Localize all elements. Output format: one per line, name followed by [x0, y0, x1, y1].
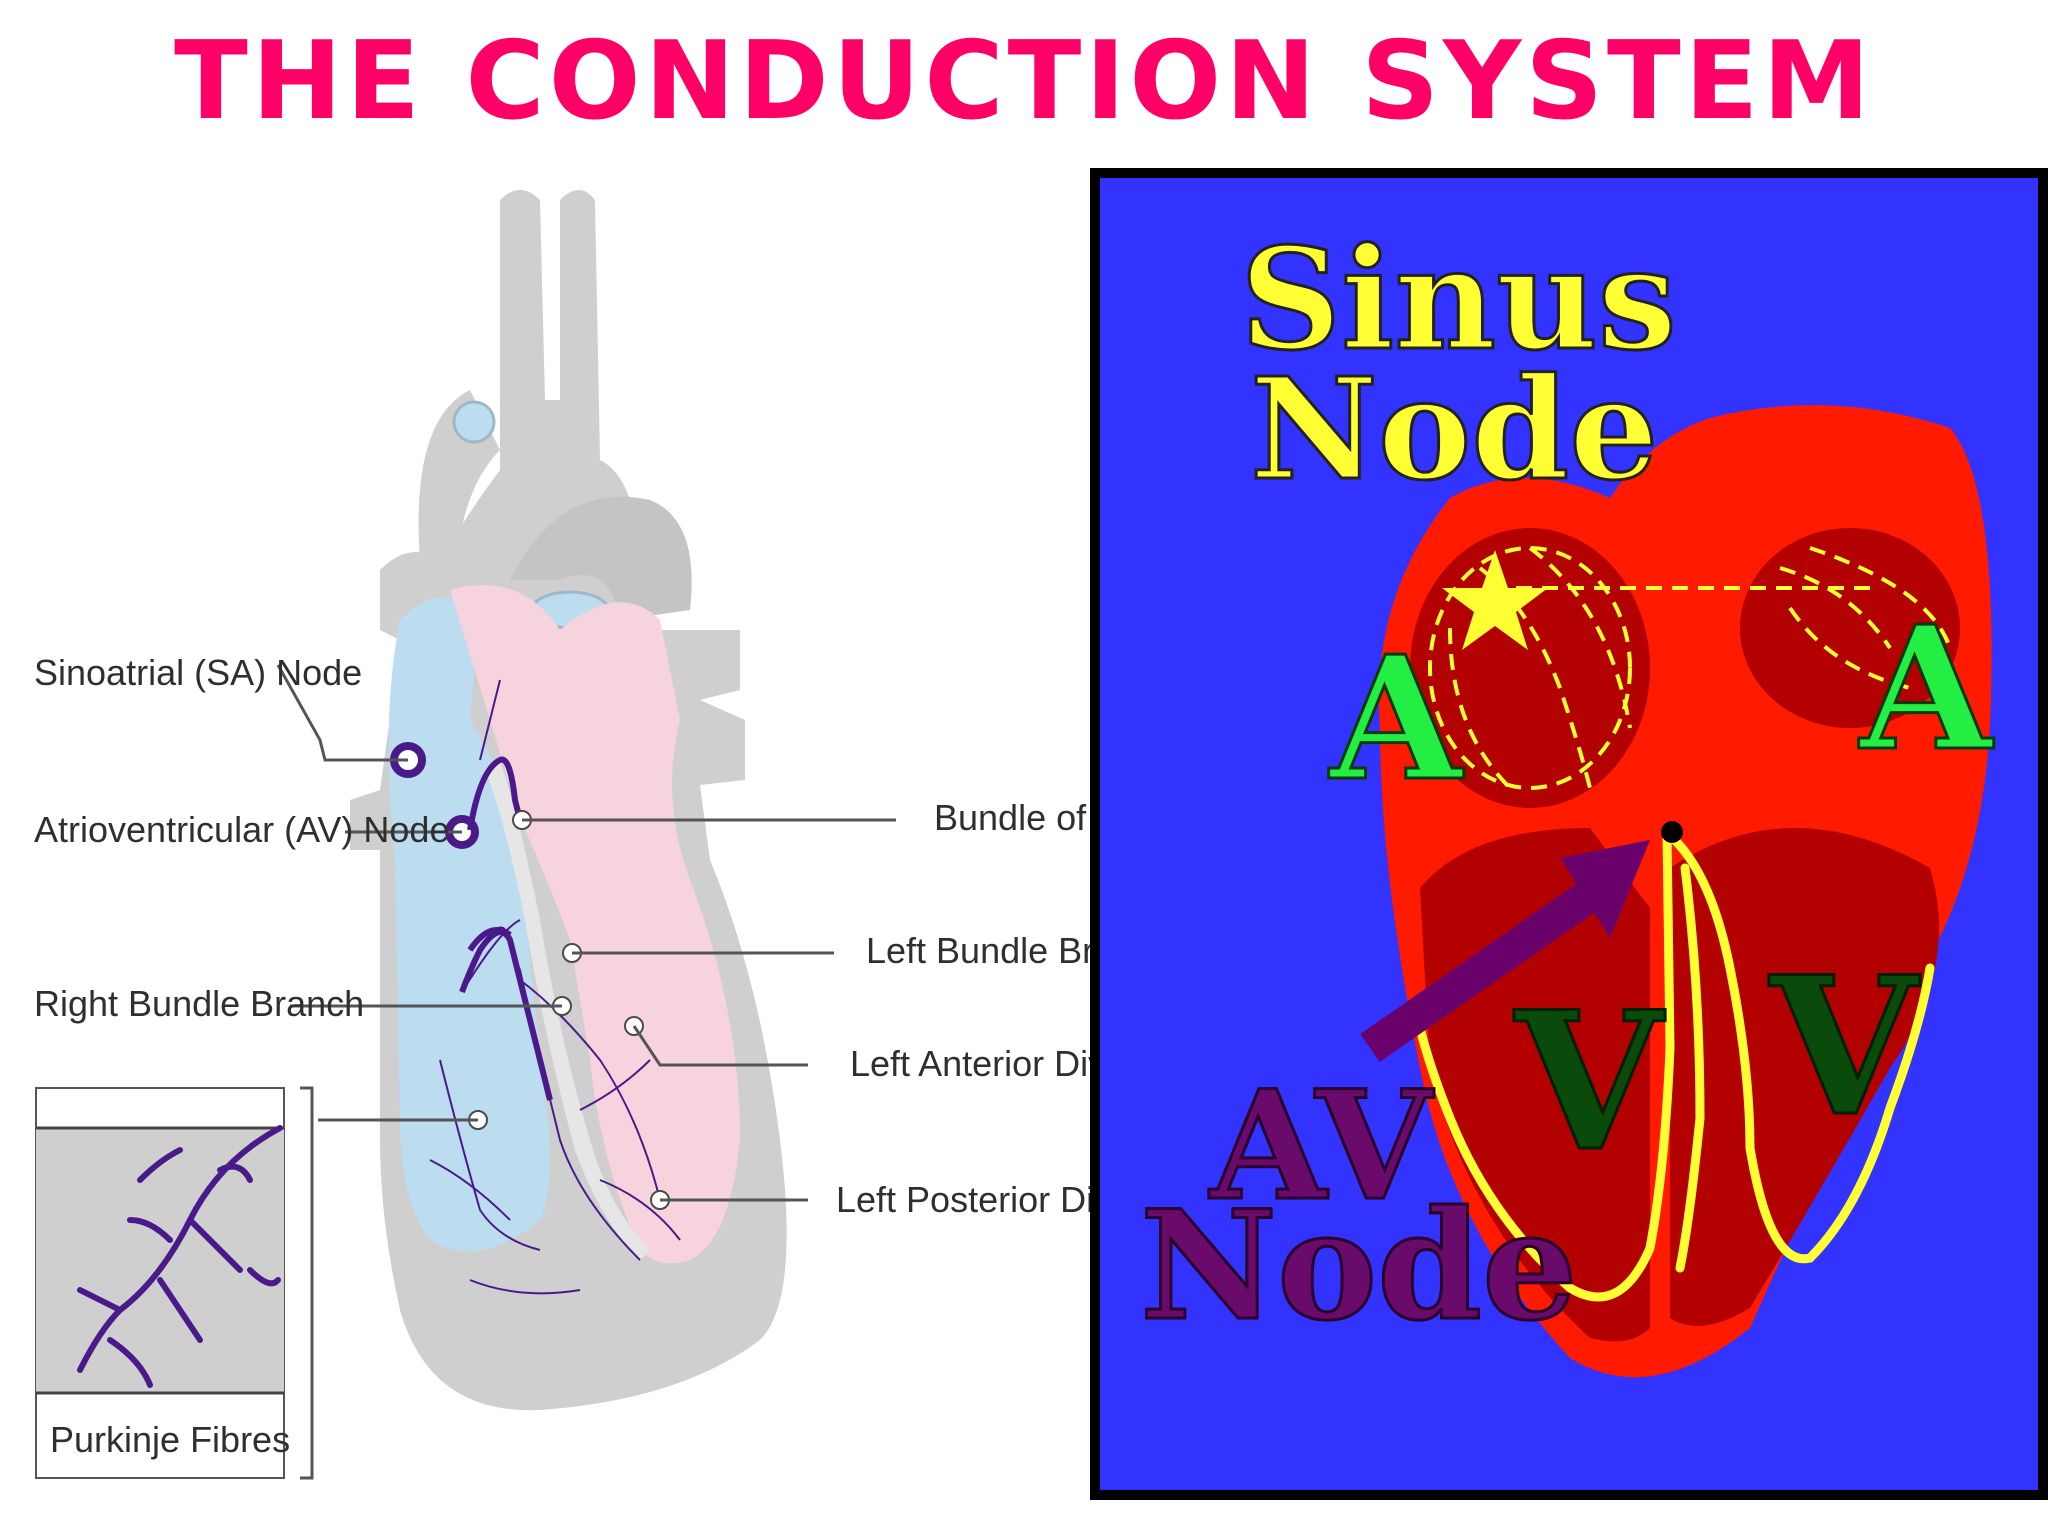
left-ventricle-chamber — [1670, 828, 1939, 1326]
right-schematic-diagram: Sinus Node A A V V AV Node — [1090, 168, 2048, 1500]
page-title: THE CONDUCTION SYSTEM — [174, 19, 1874, 144]
sinus-node-label-line1: Sinus — [1240, 218, 1677, 382]
left-heart-chambers — [450, 585, 740, 1264]
purkinje-fibres-illustration — [77, 1125, 283, 1388]
label-left-anterior-division: Left Anterior Division — [850, 1043, 1090, 1084]
ventricle-left-label: V — [1513, 970, 1666, 1193]
atrium-left-label: A — [1328, 619, 1464, 819]
ventricle-right-label: V — [1768, 935, 1921, 1158]
label-av-node: Atrioventricular (AV) Node — [34, 809, 449, 850]
av-node-arrow — [1360, 840, 1650, 1062]
label-bundle-of-his: Bundle of His — [934, 797, 1090, 838]
av-node-dot — [1661, 821, 1683, 843]
label-left-posterior-division: Left Posterior Division — [836, 1179, 1090, 1220]
sinus-node-label-line2: Node — [1250, 348, 1658, 512]
label-left-bundle-branch: Left Bundle Branch — [866, 930, 1090, 971]
sinus-node-star — [1442, 550, 1548, 650]
leader-lines — [276, 664, 896, 1202]
left-heart-diagram: Sinoatrial (SA) Node Atrioventricular (A… — [34, 190, 1090, 1480]
label-right-bundle-branch: Right Bundle Branch — [34, 983, 364, 1024]
label-purkinje-fibres: Purkinje Fibres — [50, 1419, 290, 1460]
purkinje-inset: Purkinje Fibres — [35, 1086, 314, 1480]
av-node-label-line2: Node — [1140, 1178, 1577, 1354]
ventricular-conduction-pathways — [1415, 828, 1935, 1302]
atrium-right-label: A — [1858, 589, 1994, 789]
av-node-label-line1: AV — [1208, 1058, 1434, 1234]
left-atrium-chamber — [1740, 528, 1960, 728]
right-heart-chambers — [388, 597, 550, 1252]
label-sa-node: Sinoatrial (SA) Node — [34, 652, 362, 693]
